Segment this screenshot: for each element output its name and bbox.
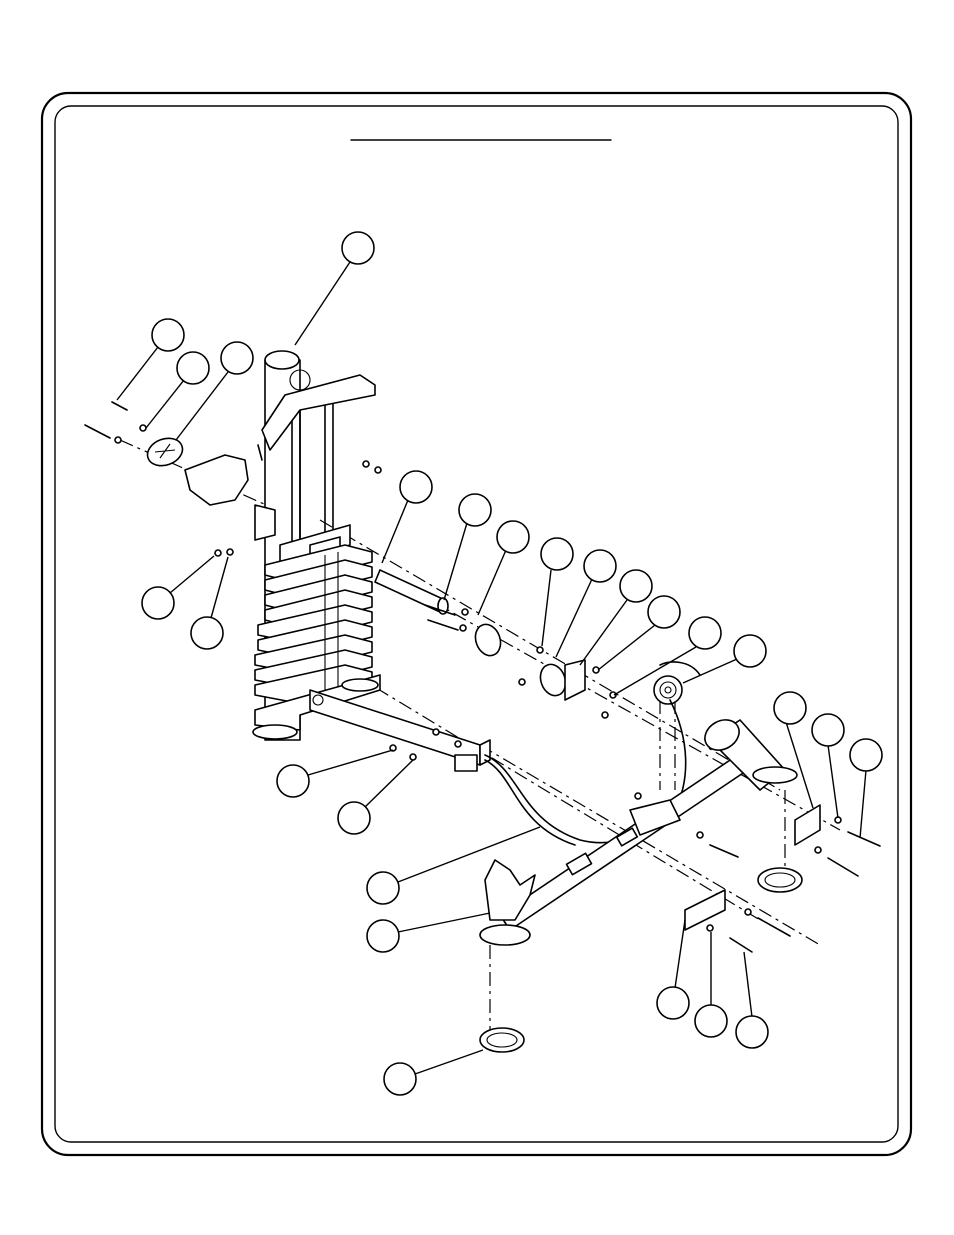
callout-c12	[580, 570, 652, 665]
side-plates	[685, 805, 820, 930]
callout-c9	[478, 521, 529, 615]
callout-c7	[382, 471, 432, 563]
callout-c23	[657, 920, 689, 1019]
callout-balloons	[117, 232, 882, 1095]
callout-c8	[444, 494, 491, 600]
upper-cross-tube	[375, 570, 448, 614]
floor-pulley	[654, 676, 682, 704]
callout-c26	[384, 1050, 483, 1095]
weight-plates	[255, 545, 372, 702]
callout-c5	[142, 556, 214, 619]
callout-c1	[295, 232, 374, 345]
callout-c3	[146, 352, 209, 428]
callout-c2	[117, 319, 184, 400]
left-mount-bracket	[144, 434, 275, 540]
callout-c19	[277, 750, 393, 797]
callout-c25	[736, 952, 768, 1048]
callout-c16	[774, 692, 813, 808]
callout-c22	[367, 913, 490, 952]
callout-c13	[598, 596, 680, 670]
callout-c17	[812, 714, 844, 818]
callout-c18	[850, 739, 882, 838]
callout-c24	[695, 932, 727, 1037]
page-frame	[42, 93, 911, 1155]
callout-c20	[338, 760, 413, 834]
weight-stack-tower	[253, 351, 380, 740]
